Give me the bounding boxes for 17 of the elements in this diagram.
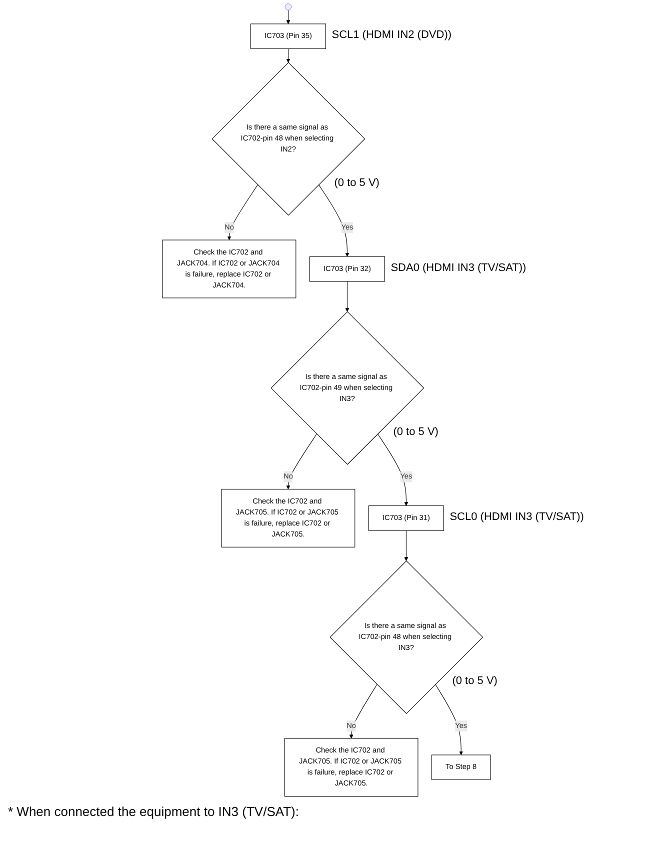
arrow [404,530,408,562]
note-text: * When connected the equipment to IN3 (TV/SAT): [8,804,299,819]
signal-name: SCL0 (HDMI IN3 (TV/SAT)) [450,511,584,524]
voltage-note: (0 to 5 V) [334,177,380,189]
arrow [286,10,290,24]
arrow [318,184,350,257]
arrow [349,684,378,739]
arrow [377,434,408,506]
arrow [345,281,350,312]
voltage-note: (0 to 5 V) [393,426,438,438]
signal-name: SDA0 (HDMI IN3 (TV/SAT)) [390,262,526,274]
arrow [227,184,258,240]
signal-name: SCL1 (HDMI IN2 (DVD)) [332,29,452,42]
arrow [286,48,290,63]
voltage-note: (0 to 5 V) [452,675,498,688]
arrow [435,684,464,756]
arrow [286,434,317,490]
